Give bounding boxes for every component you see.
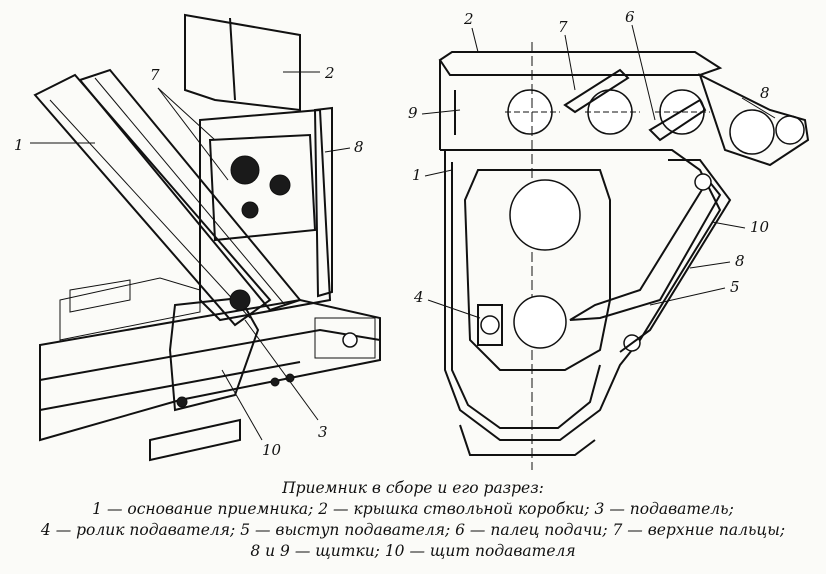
label-1-right: 1	[412, 166, 422, 184]
caption-line-1: 1 — основание приемника; 2 — крышка ство…	[92, 500, 734, 518]
label-10-left: 10	[262, 441, 282, 459]
caption-title: Приемник в сборе и его разрез:	[282, 479, 544, 497]
caption-line-2: 4 — ролик подавателя; 5 — выступ подават…	[40, 521, 786, 539]
label-8-lower-right: 8	[735, 252, 745, 270]
label-5-right: 5	[730, 278, 740, 296]
receiver-section-view	[421, 24, 810, 470]
label-3-left: 3	[318, 423, 328, 441]
label-2-right: 2	[463, 10, 474, 28]
label-7-left: 7	[150, 66, 160, 84]
caption-line-3: 8 и 9 — щитки; 10 — щит подавателя	[250, 542, 576, 560]
label-9-right: 9	[408, 104, 418, 122]
label-1-left: 1	[14, 136, 24, 154]
label-7-right: 7	[558, 18, 568, 36]
label-10-right: 10	[750, 218, 770, 236]
label-8-left: 8	[354, 138, 364, 156]
label-6-right: 6	[625, 8, 635, 26]
receiver-illustration: 1 2 7 8 3 10	[14, 8, 810, 470]
label-2-left: 2	[324, 64, 335, 82]
assembled-receiver-view	[30, 13, 381, 462]
label-4-right: 4	[413, 288, 424, 306]
figure-caption: Приемник в сборе и его разрез: 1 — основ…	[0, 478, 826, 562]
label-8-upper-right: 8	[760, 84, 770, 102]
